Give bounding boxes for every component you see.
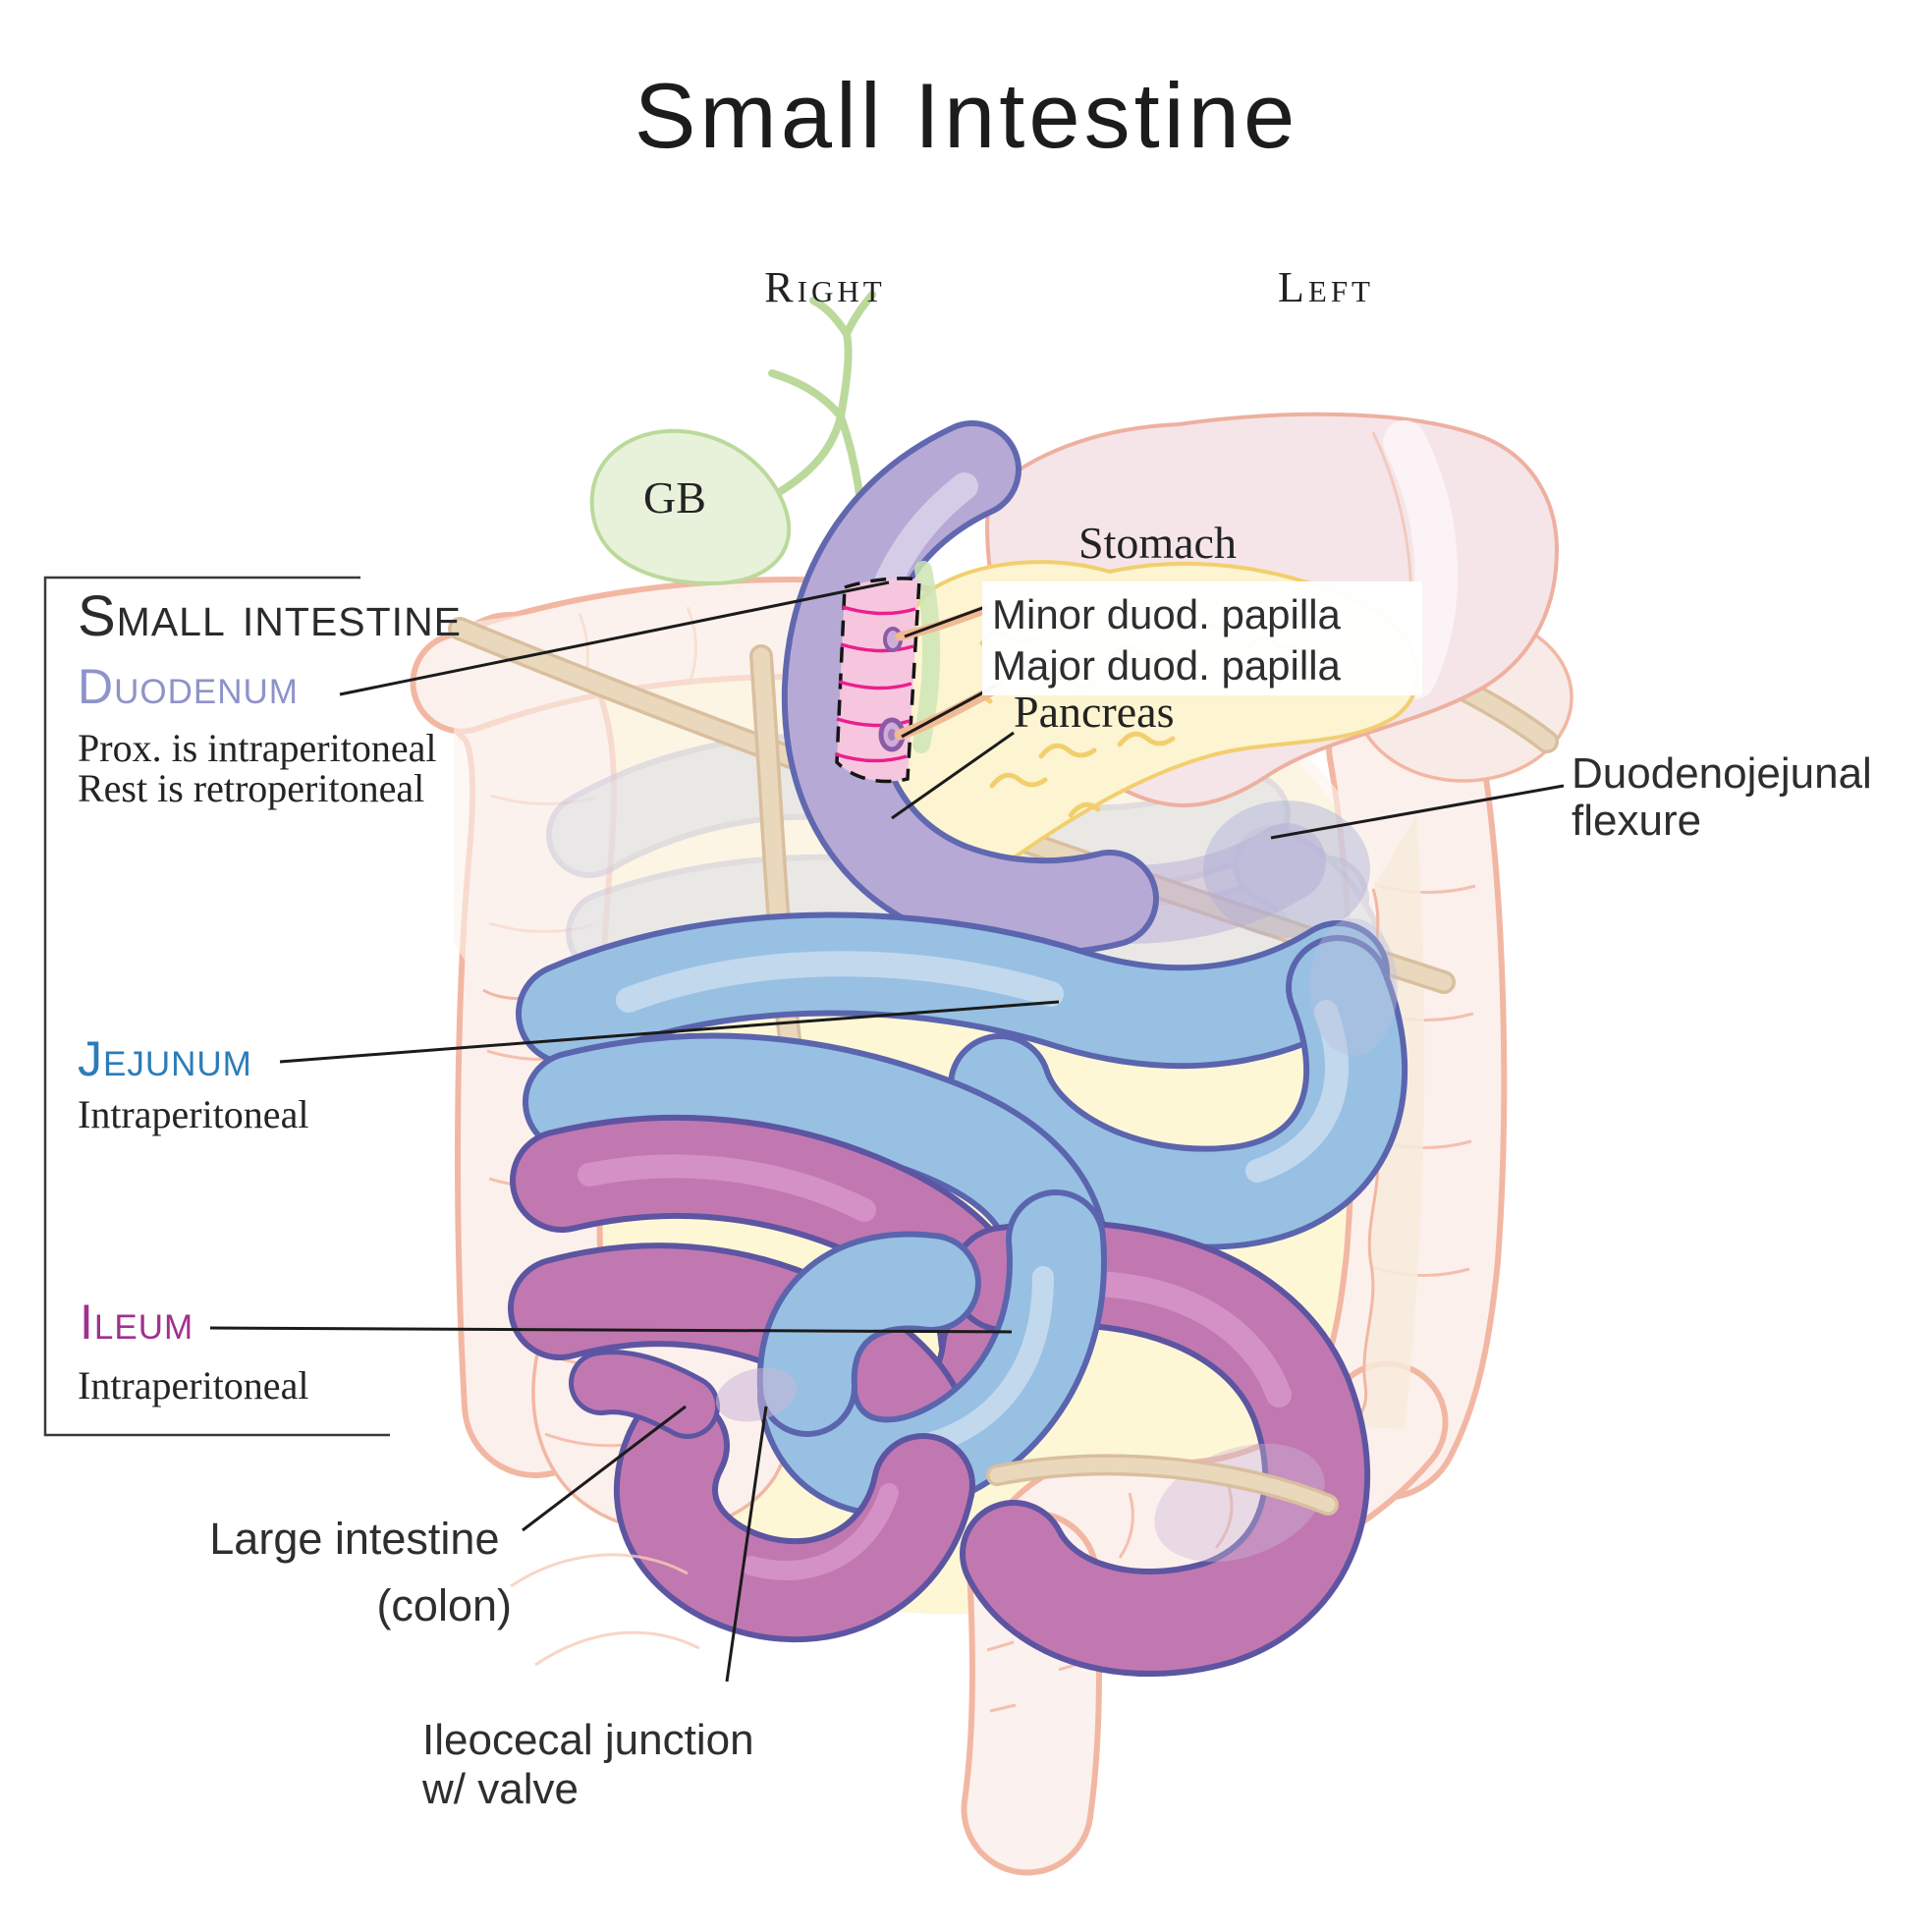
legend-box-border	[43, 576, 390, 1437]
major-papilla-label: Major duod. papilla	[992, 642, 1342, 689]
jejunum-coils	[568, 964, 1355, 1240]
jejunum-front-loop	[807, 1240, 1057, 1466]
leader-lines	[209, 580, 1565, 1683]
leader-minor-papilla	[904, 605, 986, 638]
leader-major-papilla	[901, 684, 997, 739]
legend-duodenum-label: Duodenum	[78, 659, 299, 714]
jejunum-note-1: Intraperitoneal	[78, 1092, 308, 1136]
duodenojejunal-flexure-area	[1203, 800, 1370, 938]
leader-jejunum	[279, 1000, 1060, 1064]
leader-flexure	[1270, 784, 1565, 840]
legend-ileum-label: Ileum	[80, 1295, 193, 1350]
leader-large-intestine	[522, 1405, 687, 1532]
legend-jejunum-label: Jejunum	[78, 1031, 252, 1086]
minor-papilla-label: Minor duod. papilla	[992, 591, 1342, 637]
pancreas-label: Pancreas	[1014, 687, 1174, 737]
orientation-right-label: Right	[764, 263, 885, 311]
duodenum-note-2: Rest is retroperitoneal	[78, 766, 424, 810]
orientation-left-label: Left	[1278, 263, 1374, 311]
leader-pancreas	[891, 731, 1015, 820]
pelvic-outline-lines	[510, 1553, 700, 1667]
leader-duodenum	[339, 580, 890, 696]
papilla-label-backing	[982, 581, 1422, 695]
ileocecal-junction-sleeve	[715, 1367, 798, 1422]
ileum-note-1: Intraperitoneal	[78, 1363, 308, 1408]
plicae-circulares	[835, 605, 916, 763]
stomach-highlight	[1383, 420, 1459, 699]
leader-ileum	[209, 1326, 1013, 1334]
gallbladder-label: GB	[643, 472, 706, 523]
duodenum-note-1: Prox. is intraperitoneal	[78, 726, 436, 770]
ileocecal-label: Ileocecal junction w/ valve	[421, 1716, 766, 1813]
legend-heading: Small intestine	[78, 584, 462, 648]
large-intestine-label: Large intestine (colon)	[209, 1514, 512, 1630]
flexure-label: Duodenojejunal flexure	[1572, 749, 1884, 845]
stomach-label: Stomach	[1078, 518, 1237, 568]
leader-ileocecal	[725, 1406, 768, 1683]
page-title: Small Intestine	[635, 64, 1299, 167]
peritoneal-patch-upper	[1309, 918, 1398, 1056]
ileum-front-loops	[601, 1382, 923, 1590]
